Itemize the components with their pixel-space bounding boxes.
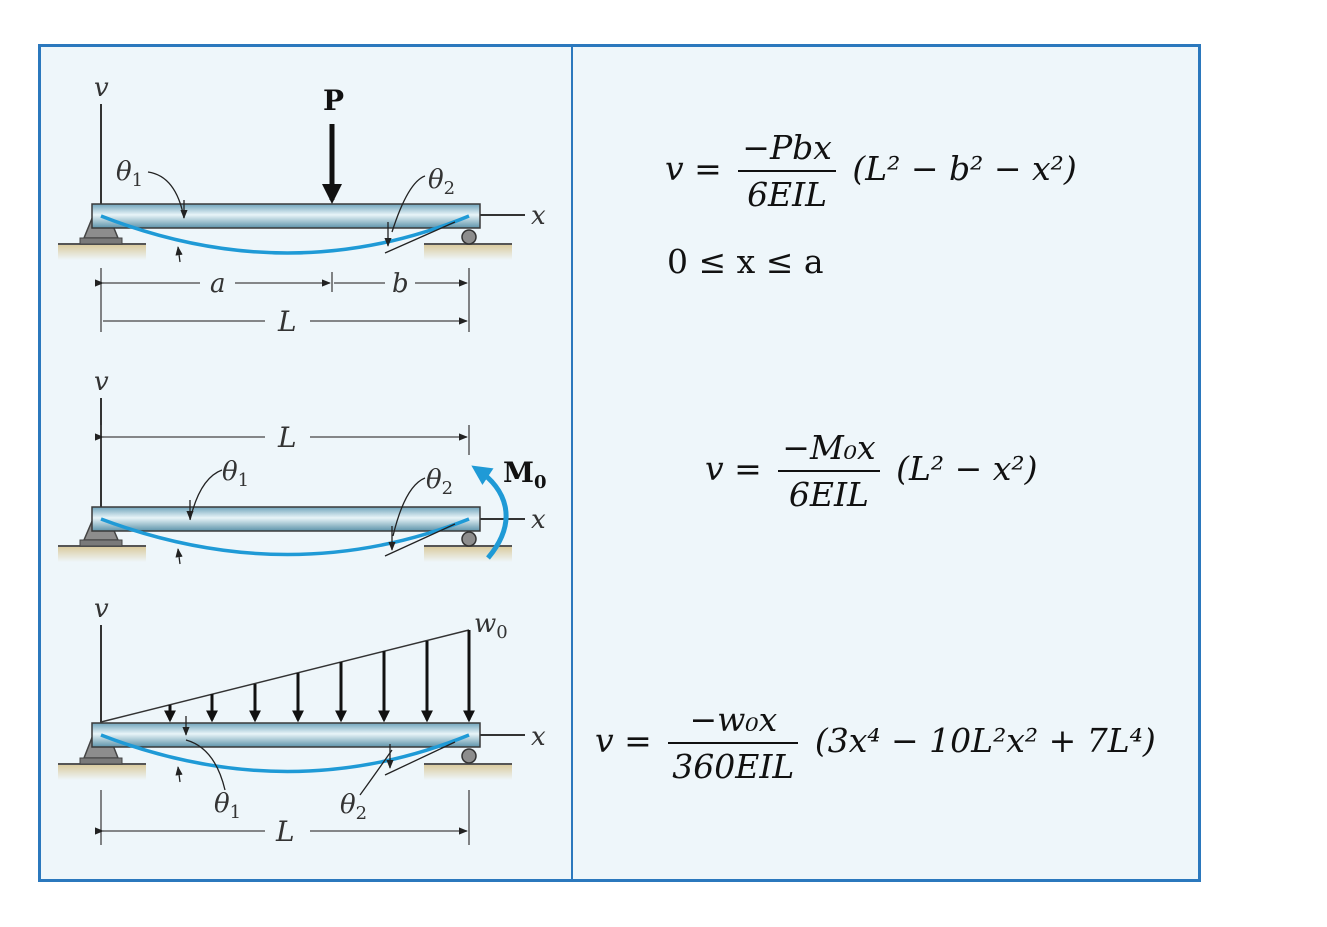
equation-2: v = −M₀x 6EIL (L² − x²) xyxy=(705,428,1037,514)
case1-ground-right xyxy=(424,244,512,260)
case2-beam xyxy=(91,506,481,532)
case2-v-label: v xyxy=(94,367,109,397)
equation-1: v = −Pbx 6EIL (L² − b² − x²) xyxy=(665,128,1077,214)
eq1-rhs: (L² − b² − x²) xyxy=(852,149,1077,188)
eq1-fraction: −Pbx 6EIL xyxy=(738,128,836,214)
case1-theta2-label: θ2 xyxy=(428,165,455,199)
case3-ground-left xyxy=(58,764,146,780)
eq2-numerator: −M₀x xyxy=(778,428,880,472)
case3-roller-support xyxy=(461,748,477,764)
case2-moment-label: M0 xyxy=(503,456,547,493)
eq2-denominator: 6EIL xyxy=(788,475,869,514)
case1-beam xyxy=(91,203,481,229)
equation-1-range: 0 ≤ x ≤ a xyxy=(667,242,824,281)
eq2-lhs: v = xyxy=(705,449,762,488)
case1-roller-support xyxy=(461,229,477,245)
case2-roller-support xyxy=(461,531,477,547)
eq3-lhs: v = xyxy=(595,721,652,760)
eq2-fraction: −M₀x 6EIL xyxy=(778,428,880,514)
case1-load-label: P xyxy=(323,84,344,117)
case1-dim-a-label: a xyxy=(210,269,226,299)
case2-ground-right xyxy=(424,546,512,562)
eq1-lhs: v = xyxy=(665,149,722,188)
case2-theta1-label: θ1 xyxy=(222,457,249,491)
case2-ground-left xyxy=(58,546,146,562)
case3-diagram: v x w0 θ1 θ2 L xyxy=(58,594,546,848)
case3-ground-right xyxy=(424,764,512,780)
case3-load-envelope xyxy=(100,629,470,723)
case2-diagram: v x M0 θ1 θ2 L xyxy=(58,367,547,565)
case1-dim-b-label: b xyxy=(392,269,409,299)
case1-ground-left xyxy=(58,244,146,260)
case1-diagram: v x P θ1 θ2 a b L xyxy=(58,73,546,338)
case3-beam xyxy=(91,722,481,748)
eq1-numerator: −Pbx xyxy=(738,128,836,172)
case1-v-label: v xyxy=(94,73,109,103)
eq3-denominator: 360EIL xyxy=(672,747,795,786)
case1-deflection-curve xyxy=(100,214,470,255)
equation-3: v = −w₀x 360EIL (3x⁴ − 10L²x² + 7L⁴) xyxy=(595,700,1156,786)
case2-dim-L-label: L xyxy=(277,421,297,454)
case3-load-label: w0 xyxy=(474,609,508,643)
case3-theta2-label: θ2 xyxy=(340,790,367,824)
case3-v-label: v xyxy=(94,594,109,624)
eq3-rhs: (3x⁴ − 10L²x² + 7L⁴) xyxy=(814,721,1156,760)
case2-moment-arrow xyxy=(471,465,509,560)
case3-dim-L-label: L xyxy=(275,815,295,848)
case3-theta1-label: θ1 xyxy=(214,789,241,823)
case2-deflection-curve xyxy=(100,517,470,557)
case2-theta2-label: θ2 xyxy=(426,465,453,499)
case1-theta1-label: θ1 xyxy=(116,157,143,191)
eq3-fraction: −w₀x 360EIL xyxy=(668,700,799,786)
eq1-denominator: 6EIL xyxy=(747,175,828,214)
case2-x-label: x xyxy=(531,505,546,535)
case1-x-label: x xyxy=(531,201,546,231)
case1-dim-L-label: L xyxy=(277,305,297,338)
eq3-numerator: −w₀x xyxy=(668,700,799,744)
column-divider xyxy=(571,44,573,882)
case3-x-label: x xyxy=(531,722,546,752)
case3-deflection-curve xyxy=(100,733,470,774)
eq2-rhs: (L² − x²) xyxy=(896,449,1038,488)
